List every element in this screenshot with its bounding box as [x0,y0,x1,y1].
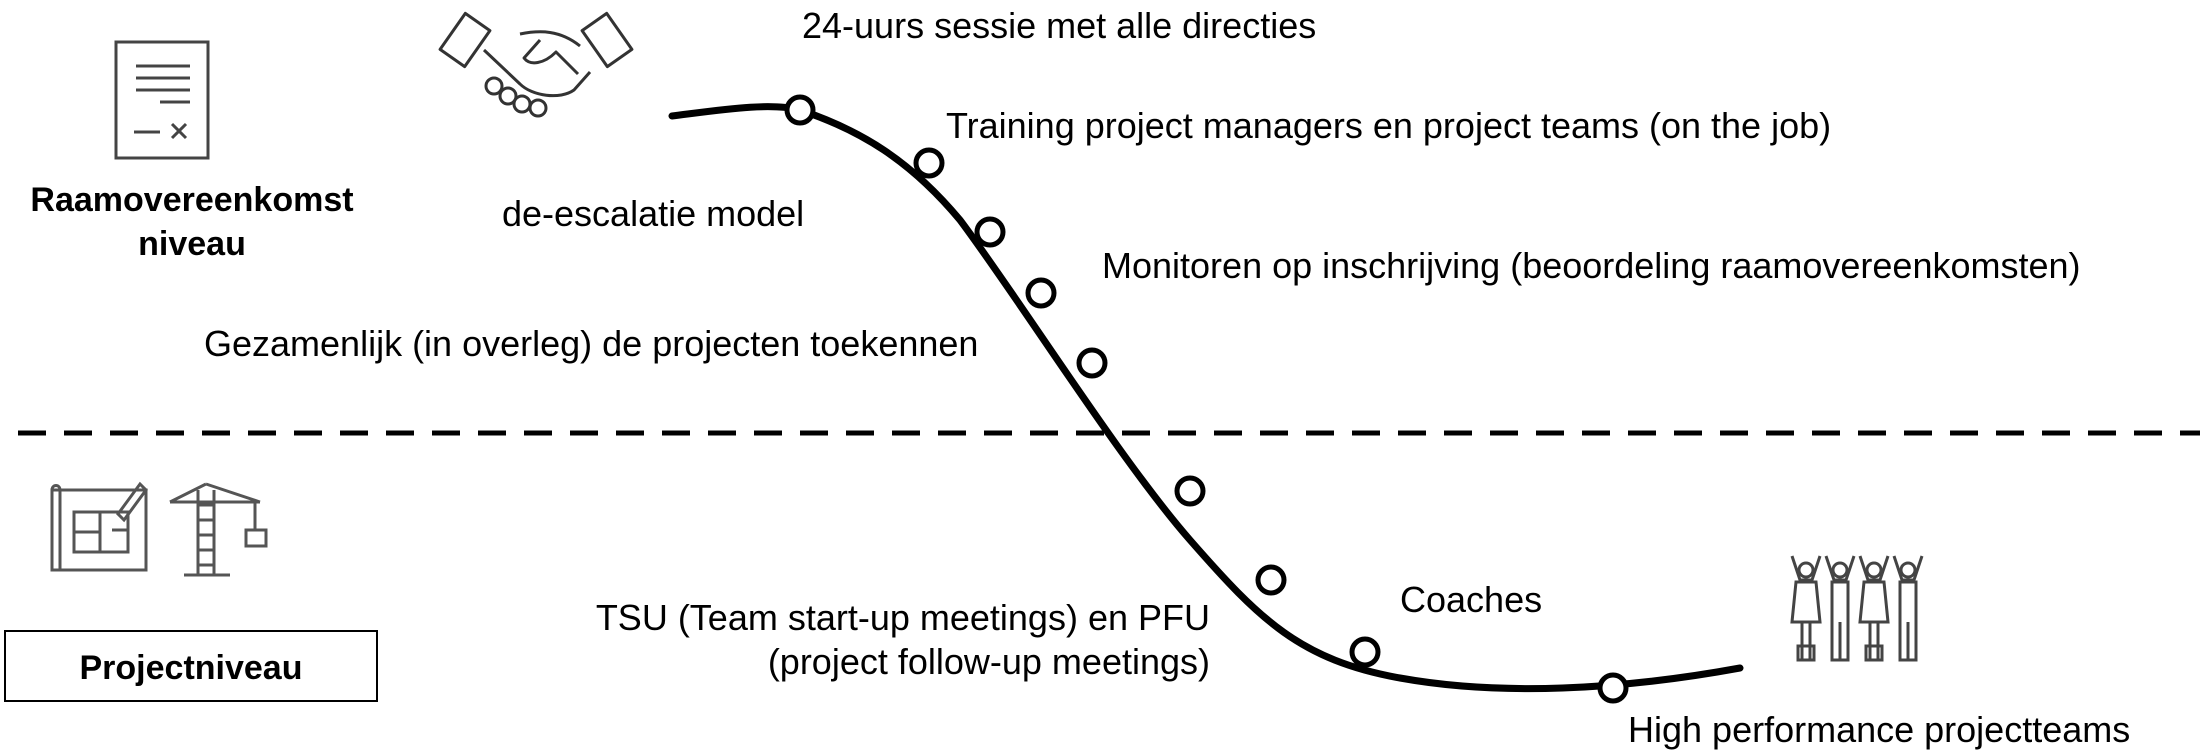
milestone-label-deescalatie: de-escalatie model [502,193,805,234]
cheering-team-icon [1790,555,1924,662]
milestone-label-tsu: TSU (Team start-up meetings) en PFU (pro… [560,596,1210,684]
project-level-box: Projectniveau [4,630,378,702]
milestone-label-gezamenlijk: Gezamenlijk (in overleg) de projecten to… [204,323,979,364]
milestone-marker [1025,277,1057,309]
milestone-label-high-performance: High performance projectteams [1628,709,2131,750]
milestone-marker [974,216,1006,248]
crane-icon [169,482,268,577]
framework-level-line1: Raamovereenkomst [30,181,354,219]
milestone-label-tsu-line2: (project follow-up meetings) [767,641,1210,682]
milestone-marker [1597,672,1629,704]
milestone-label-sessie: 24-uurs sessie met alle directies [802,5,1317,46]
milestone-marker [1255,564,1287,596]
milestone-label-training: Training project managers en project tea… [946,105,1832,146]
milestone-marker [1174,475,1206,507]
milestone-marker [1076,347,1108,379]
milestone-marker [784,94,816,126]
contract-document-icon [114,40,210,160]
milestone-marker [913,147,945,179]
framework-level-label: Raamovereenkomst niveau [12,178,372,266]
blueprint-icon [50,481,148,572]
milestone-marker [1349,636,1381,668]
project-level-label: Projectniveau [79,649,303,687]
milestone-label-tsu-line1: TSU (Team start-up meetings) en PFU [595,597,1210,638]
milestone-label-coaches: Coaches [1400,579,1543,620]
handshake-icon [438,11,634,118]
framework-level-line2: niveau [138,225,246,263]
milestone-label-monitoren: Monitoren op inschrijving (beoordeling r… [1102,245,2081,286]
